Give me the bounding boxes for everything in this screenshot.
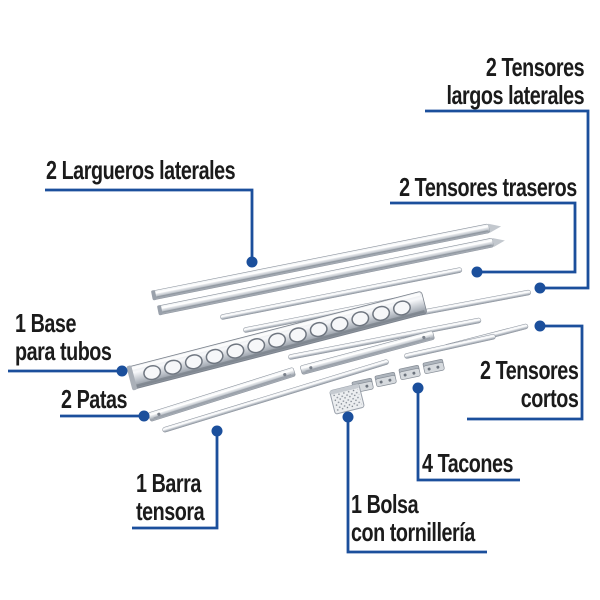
label-tensores-traseros: 2 Tensores traseros	[399, 172, 577, 202]
label-barra-tensora: 1 Barra tensora	[136, 468, 205, 526]
label-patas: 2 Patas	[61, 384, 128, 414]
label-largueros-laterales: 2 Largueros laterales	[46, 155, 236, 185]
callout-line-barra	[132, 435, 219, 530]
label-base-para-tubos: 1 Base para tubos	[15, 308, 112, 366]
part-tensor-largo-lateral-2	[288, 317, 482, 360]
part-bolsa-tornilleria	[329, 383, 365, 415]
label-tensores-largos-laterales: 2 Tensores largos laterales	[446, 52, 584, 110]
callout-dot-tensores-traseros	[471, 266, 483, 278]
part-tensor-trasero-1	[220, 267, 463, 320]
part-tacones	[351, 359, 445, 393]
callout-line-tensores-largos	[425, 109, 590, 290]
label-bolsa-tornilleria: 1 Bolsa con tornillería	[351, 489, 475, 547]
callout-dot-bolsa	[342, 411, 354, 423]
part-larguero-lateral-1	[151, 223, 502, 301]
part-pata-2	[300, 330, 435, 375]
callout-dot-tensores-largos	[534, 282, 546, 294]
label-tacones: 4 Tacones	[422, 448, 514, 478]
part-barra-tensora	[162, 359, 389, 433]
callout-line-tensores-cortos	[467, 324, 584, 421]
part-base-para-tubos	[126, 291, 427, 391]
callout-dot-tacones	[412, 382, 424, 394]
part-tensor-corto-2	[404, 334, 496, 359]
callout-dot-tensores-cortos	[534, 320, 546, 332]
callout-dot-largueros	[246, 256, 258, 268]
callout-line-tacones	[416, 392, 520, 482]
callout-dot-base	[116, 365, 128, 377]
part-pata-1	[148, 367, 296, 422]
callout-line-bolsa	[346, 421, 487, 554]
callout-dot-barra	[211, 425, 223, 437]
callout-line-largueros	[45, 188, 254, 258]
callout-dot-patas	[138, 410, 150, 422]
label-tensores-cortos: 2 Tensores cortos	[479, 355, 579, 413]
callout-line-tensores-traseros	[390, 201, 577, 274]
part-larguero-lateral-2	[157, 238, 505, 316]
